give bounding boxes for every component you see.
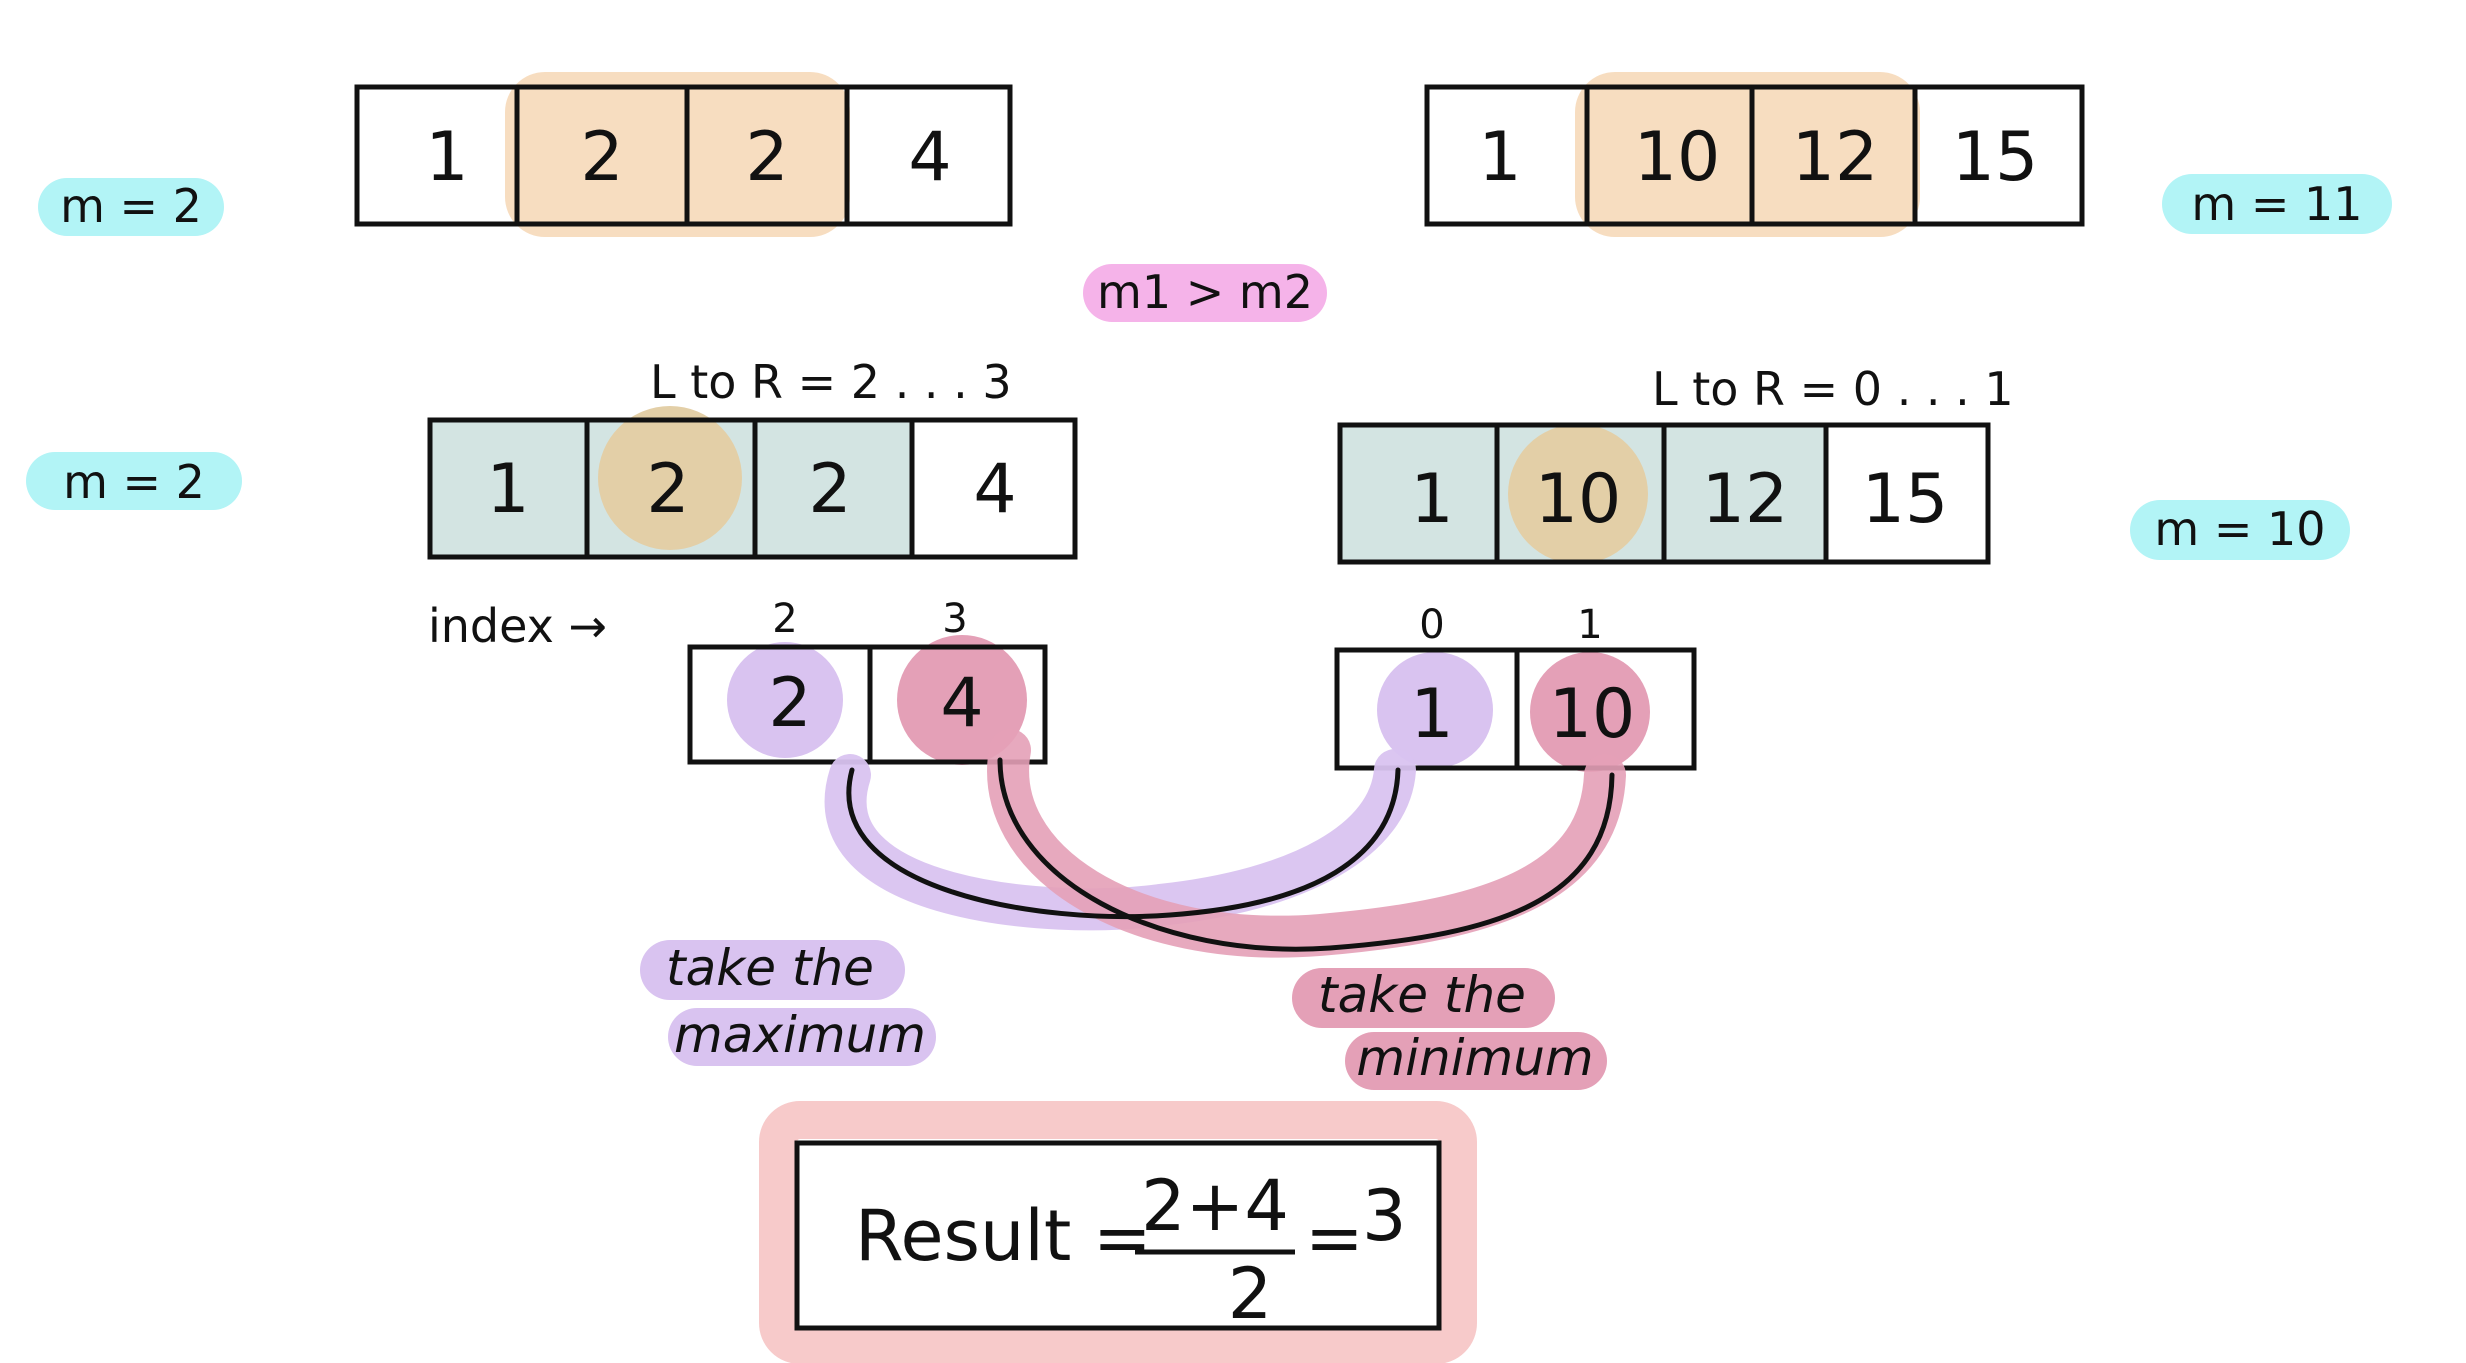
label-m-top-right: m = 11 — [2191, 177, 2362, 231]
badge-m-mid-left — [26, 452, 242, 510]
array-sub-left — [687, 644, 1048, 765]
circle-b2-median — [1508, 424, 1648, 564]
connector-min-line — [997, 757, 1615, 952]
result-equals2: = — [1305, 1197, 1364, 1279]
cell-a2-1: 10 — [1634, 118, 1721, 197]
sub-left-index-1: 3 — [942, 596, 967, 642]
highlight-a2-middle — [1575, 72, 1920, 237]
circle-sub-left-min — [897, 635, 1027, 765]
array-sub-right — [1334, 647, 1697, 771]
fill-b2-0 — [1340, 425, 1495, 562]
note-max-line2: maximum — [674, 1006, 926, 1064]
cell-a2-3: 15 — [1952, 118, 2039, 197]
badge-m-mid-right — [2130, 500, 2350, 560]
cell-a1-3: 4 — [908, 118, 951, 197]
badge-note-min-line1 — [1292, 968, 1555, 1028]
connector-max-line — [846, 767, 1401, 920]
fill-b1-0 — [430, 420, 585, 557]
result-equals: = — [1093, 1197, 1152, 1279]
array-mid-right — [1337, 422, 1991, 565]
fill-b2-2 — [1664, 425, 1824, 562]
circle-sub-right-max — [1377, 652, 1493, 768]
cell-a1-1: 2 — [580, 118, 623, 197]
circle-b1-median — [598, 406, 742, 550]
note-min-line1: take the — [1318, 966, 1526, 1024]
cell-b1-3: 4 — [973, 450, 1016, 529]
label-m-top-left: m = 2 — [60, 179, 202, 233]
badge-note-max-line1 — [640, 940, 905, 1000]
label-index: index → — [428, 599, 607, 653]
label-compare: m1 > m2 — [1097, 265, 1313, 319]
cell-a2-2: 12 — [1792, 118, 1879, 197]
result-word: Result — [855, 1195, 1071, 1277]
cell-b2-2: 12 — [1702, 460, 1789, 539]
result-numerator: 2+4 — [1141, 1165, 1289, 1247]
result-answer: 3 — [1362, 1175, 1407, 1257]
label-m-mid-left: m = 2 — [63, 455, 205, 509]
badge-note-max-line2 — [668, 1008, 936, 1066]
highlight-a1-middle — [505, 72, 850, 237]
sub-left-value-0: 2 — [768, 664, 811, 743]
label-range-right: L to R = 0 . . . 1 — [1652, 362, 2014, 416]
connector-min-highlight — [987, 729, 1626, 958]
sub-right-value-1: 10 — [1549, 675, 1636, 754]
cell-b2-3: 15 — [1862, 460, 1949, 539]
note-max-line1: take the — [666, 939, 874, 997]
sub-right-index-0: 0 — [1419, 602, 1444, 648]
cell-b2-0: 1 — [1410, 460, 1453, 539]
cell-b1-1: 2 — [646, 450, 689, 529]
array-mid-left — [427, 417, 1078, 560]
cell-a1-0: 1 — [425, 118, 468, 197]
note-min-line2: minimum — [1356, 1029, 1593, 1087]
badge-compare — [1083, 264, 1327, 322]
cell-b1-0: 1 — [486, 450, 529, 529]
result-box-border — [794, 1140, 1442, 1331]
array-top-left — [354, 84, 1013, 227]
sub-left-index-0: 2 — [772, 596, 797, 642]
badge-m-top-left — [38, 178, 224, 236]
badge-m-top-right — [2162, 174, 2392, 234]
result-denominator: 2 — [1228, 1253, 1273, 1335]
label-range-left: L to R = 2 . . . 3 — [650, 355, 1012, 409]
circle-sub-left-max — [727, 642, 843, 758]
sub-left-value-1: 4 — [940, 664, 983, 743]
sub-right-value-0: 1 — [1410, 675, 1453, 754]
array-top-right — [1424, 84, 2085, 227]
cell-b1-2: 2 — [808, 450, 851, 529]
cell-a2-0: 1 — [1478, 118, 1521, 197]
fill-b1-2 — [755, 420, 910, 557]
cell-a1-2: 2 — [745, 118, 788, 197]
cell-b2-1: 10 — [1535, 460, 1622, 539]
sub-right-index-1: 1 — [1577, 602, 1602, 648]
label-m-mid-right: m = 10 — [2154, 502, 2325, 556]
badge-note-min-line2 — [1345, 1032, 1607, 1090]
result-box-highlight — [759, 1101, 1477, 1363]
circle-sub-right-min — [1530, 652, 1650, 772]
